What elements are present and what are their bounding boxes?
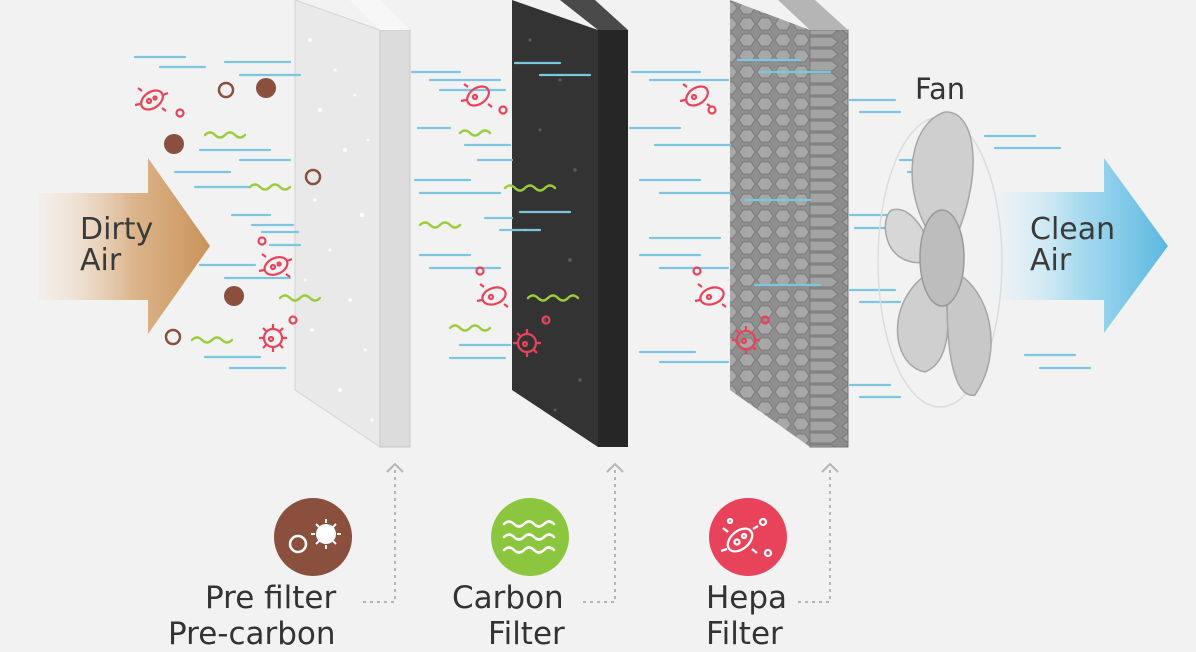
- dust-particles: [164, 78, 322, 346]
- pre-filter-panel: [294, 0, 411, 448]
- dirty-air-label-line2: Air: [80, 243, 122, 278]
- clean-air-label-line2: Air: [1030, 243, 1072, 278]
- odor-waves-icon: [491, 498, 569, 576]
- clean-air-arrow: [990, 158, 1168, 333]
- fan-label: Fan: [915, 72, 966, 106]
- clean-air-label: Clean Air: [1030, 214, 1115, 276]
- pre-filter-sublabel: Pre-carbon: [168, 616, 336, 652]
- dirty-air-label-line1: Dirty: [80, 212, 154, 247]
- dirty-air-label: Dirty Air: [80, 214, 153, 276]
- pre-filter-label: Pre filter: [205, 580, 337, 616]
- fan-icon: [877, 111, 1003, 408]
- air-flow-lines: [133, 55, 1092, 399]
- hepa-filter-sublabel: Filter: [706, 616, 783, 652]
- carbon-filter-sublabel: Filter: [488, 616, 565, 652]
- carbon-filter-panel: [512, 0, 628, 447]
- dirty-air-arrow: [38, 158, 210, 334]
- hepa-filter-panel: [730, 0, 849, 448]
- clean-air-label-line1: Clean: [1030, 212, 1116, 247]
- hepa-filter-label: Hepa: [706, 580, 788, 616]
- odor-particles: [190, 129, 580, 344]
- filter-connectors: [360, 470, 831, 603]
- bacteria-icon: [709, 498, 787, 576]
- air-purifier-diagram: [38, 0, 1168, 603]
- germ-particles: [134, 83, 770, 357]
- dust-particles-icon: [274, 498, 352, 576]
- carbon-filter-label: Carbon: [452, 580, 564, 616]
